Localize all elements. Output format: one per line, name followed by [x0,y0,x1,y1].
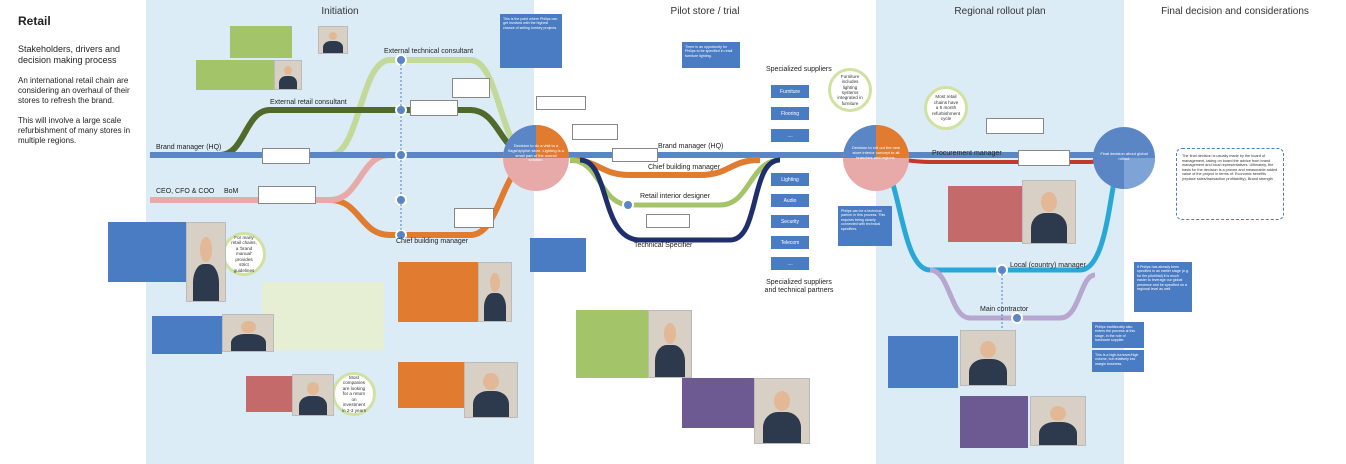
lane-label-chief-building-pilot: Chief building manager [648,164,720,171]
labelbox-1 [262,148,310,164]
labelbox-5 [536,96,586,110]
persona-note-10 [682,378,754,428]
phase-title-initiation: Initiation [321,6,359,17]
supplier-flooring: Flooring [770,106,810,121]
sidebar-para-2: This will involve a large scale refurbis… [18,116,131,145]
bubble-refurbishment: Most retail chains have a 5 month refurb… [924,86,968,130]
bubble-furniture: Furniture includes lighting systems inte… [828,68,872,112]
persona-note-3 [108,222,186,282]
lane-label-ceo: CEO, CFO & COO [156,188,215,195]
photo-brand-manager [186,222,226,302]
bubble-most-companies: Most companies are looking for a return … [332,372,376,416]
labelbox-3 [410,100,458,116]
phase-title-pilot: Pilot store / trial [670,6,740,17]
lane-label-chief-building: Chief building manager [396,238,468,245]
lane-label-procurement: Procurement manager [932,150,1002,157]
lane-label-external-retail: External retail consultant [270,99,347,106]
lane-label-local-manager: Local (country) manager [1010,262,1086,269]
supplier-more-top: .... [770,128,810,143]
photo-external-technical [318,26,348,54]
labelbox-8 [454,208,494,228]
persona-note-14 [530,238,586,272]
persona-note-12 [888,336,958,388]
note-philips-specified: If Philips has already been specified in… [1134,262,1192,312]
sidebar-para-1: An international retail chain are consid… [18,76,130,105]
supplier-more-bottom: .... [770,256,810,271]
supplier-audio: Audio [770,193,810,208]
supplier-furniture: Furniture [770,84,810,99]
labelbox-10 [1018,150,1070,166]
photo-bom [292,374,334,416]
lane-line-retail-interior [569,157,781,208]
persona-note-8 [262,282,384,350]
photo-main-contractor [1030,396,1086,446]
persona-note-7 [398,362,464,408]
lane-line-technical-specifier [579,157,781,243]
photo-procurement [1022,180,1076,244]
photo-ceo [222,314,274,352]
lane-line-main-contractor [929,267,1096,321]
pie-rollout-label: Decision to roll out the new store inter… [851,145,901,160]
persona-note-6 [398,262,478,322]
supplier-security: Security [770,214,810,229]
lane-line-external-technical [329,57,531,158]
lane-label-external-technical: External technical consultant [384,48,474,55]
photo-chief-building-2 [464,362,518,418]
note-philips-involved: This is the point where Philips can get … [500,14,562,68]
lane-label-retail-interior: Retail interior designer [640,193,711,200]
sidebar-title: Retail [18,14,51,28]
note-philips-partner: Philips can be a technical partner in th… [838,206,892,246]
bubble-retail-chains: For many retail chains, a 'brand manual'… [222,232,266,276]
node-6 [622,199,634,211]
labelbox-2 [258,186,316,204]
lane-label-technical-specifier: Technical Specifier [634,242,693,249]
lane-label-specialized-suppliers: Specialized suppliers [766,66,832,73]
labelbox-7 [612,148,658,162]
note-philips-traditional: Philips traditionally also enters the pr… [1092,322,1144,348]
photo-chief-building [478,262,512,322]
note-philips-opportunity: There is an opportunity for Philips to b… [682,42,740,68]
phase-title-regional: Regional rollout plan [954,6,1046,17]
persona-note-2 [196,60,274,90]
note-philips-tender: This is a high-turnover/high volume, but… [1092,350,1144,372]
lane-label-main-contractor: Main contractor [980,306,1029,313]
labelbox-11 [986,118,1044,134]
labelbox-6 [572,124,618,140]
supplier-lighting: Lighting [770,172,810,187]
persona-note-11 [948,186,1022,242]
persona-note-9 [576,310,648,378]
lane-label-specialized-suppliers-tech: Specialized suppliers and technical part… [764,279,834,294]
lane-label-brand-manager: Brand manager (HQ) [156,144,222,151]
lane-label-bom: BoM [224,188,239,195]
sidebar-subtitle: Stakeholders, drivers and decision makin… [18,44,121,65]
labelbox-4 [452,78,490,98]
pie-final-decision [1093,127,1155,189]
sidebar: Retail Stakeholders, drivers and decisio… [0,0,146,464]
photo-technical-specifier [754,378,810,444]
photo-local-manager [960,330,1016,386]
persona-note-4 [152,316,222,354]
phase-title-final: Final decision and considerations [1161,6,1309,17]
pie-pilot-label: Decision to do a visit to a flagship/pil… [508,143,564,163]
pie-pilot-decision [503,125,569,191]
photo-external-retail [274,60,302,90]
persona-note-13 [960,396,1028,448]
persona-note-1 [230,26,292,58]
lane-line-chief-building-1 [329,157,532,238]
photo-retail-interior [648,310,692,378]
pie-rollout-decision [843,125,909,191]
labelbox-9 [646,214,690,228]
node-8 [1011,312,1023,324]
supplier-telecom: Telecom [770,235,810,250]
final-decision-callout: The final decision is usually made by th… [1176,148,1284,220]
phase-final: Final decision and considerations [1124,0,1346,464]
pie-final-label: Final decision about global rollout [1100,151,1148,161]
lane-label-brand-manager-pilot: Brand manager (HQ) [658,143,724,150]
